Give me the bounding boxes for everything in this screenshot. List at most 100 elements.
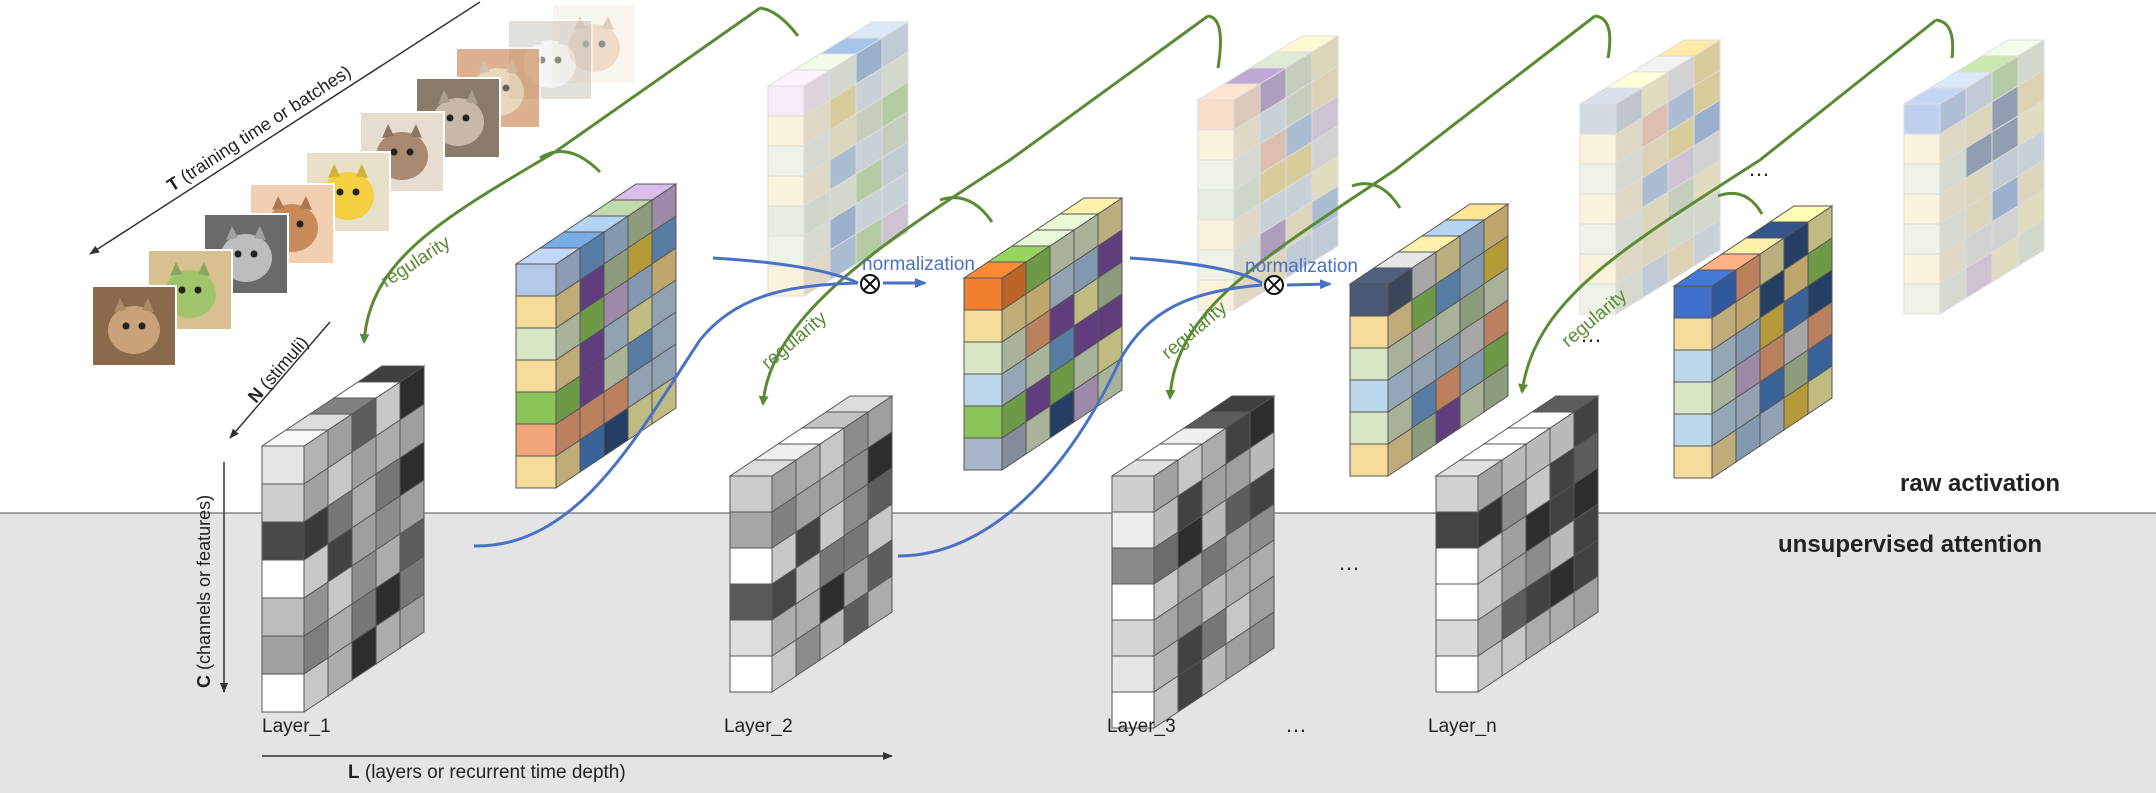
cube-front: [1579, 163, 1617, 195]
cube-front: [1903, 163, 1941, 195]
cube-top: [260, 429, 330, 447]
layer-1-attention-block: [260, 365, 426, 713]
ellipsis-bottom-2: …: [1285, 712, 1307, 737]
cube-front: [1579, 223, 1617, 255]
cube-front: [1903, 283, 1941, 315]
cube-front: [261, 635, 305, 675]
cube-front: [1111, 475, 1155, 513]
cube-front: [515, 391, 557, 425]
cube-front: [767, 235, 805, 267]
faded-raw-block-1: [766, 21, 910, 297]
layer-1-raw-block: [514, 183, 678, 489]
cube-top: [766, 69, 832, 87]
cube-front: [515, 423, 557, 457]
ellipsis-top: …: [1748, 156, 1770, 181]
faded-raw-block-4: [1902, 39, 2046, 315]
cube-front: [729, 547, 773, 585]
cube-front: [515, 455, 557, 489]
cube-front: [1579, 193, 1617, 225]
cube-front: [1349, 347, 1389, 381]
normalization-label-1: normalization: [862, 254, 975, 275]
normalization-label-2: normalization: [1245, 256, 1358, 277]
cube-front: [1435, 655, 1479, 693]
cube-front: [1903, 133, 1941, 165]
cube-front: [1111, 511, 1155, 549]
cube-front: [1435, 547, 1479, 585]
cube-front: [963, 373, 1003, 407]
regularity-label-3: regularity: [1158, 297, 1232, 364]
cat-photo-1-icon: [91, 285, 177, 367]
unsupervised-attention-label: unsupervised attention: [1778, 531, 2042, 558]
cube-top: [728, 459, 798, 477]
cube-front: [261, 673, 305, 713]
cube-front: [1111, 547, 1155, 585]
cube-front: [1903, 223, 1941, 255]
cube-front: [1197, 99, 1235, 131]
cube-front: [515, 295, 557, 329]
cube-front: [261, 559, 305, 599]
cube-top: [1434, 459, 1504, 477]
cube-front: [1435, 619, 1479, 657]
cube-front: [1349, 315, 1389, 349]
cube-top: [1672, 269, 1738, 287]
cube-front: [1111, 691, 1155, 729]
cube-front: [963, 309, 1003, 343]
cube-front: [963, 277, 1003, 311]
cube-front: [1673, 381, 1713, 415]
cube-top: [1578, 87, 1644, 105]
cube-front: [1111, 583, 1155, 621]
faded-raw-block-2: [1196, 35, 1340, 311]
cube-front: [261, 445, 305, 485]
cube-front: [729, 511, 773, 549]
cube-front: [1903, 193, 1941, 225]
axis-l-label: L (layers or recurrent time depth): [348, 762, 626, 783]
cube-front: [963, 341, 1003, 375]
cube-front: [1349, 283, 1389, 317]
cube-front: [963, 405, 1003, 439]
cube-front: [1111, 619, 1155, 657]
layer-1-label: Layer_1: [262, 716, 331, 737]
cube-top: [1110, 459, 1180, 477]
cube-front: [261, 521, 305, 561]
cube-front: [261, 483, 305, 523]
cube-front: [1673, 445, 1713, 479]
layer-n-raw-block: [1672, 205, 1834, 479]
cube-front: [1673, 413, 1713, 447]
cube-top: [1196, 83, 1262, 101]
axis-c-label: C (channels or features): [194, 495, 214, 688]
multiply-operators: [860, 274, 1284, 295]
cube-front: [729, 583, 773, 621]
cube-front: [963, 437, 1003, 471]
cube-front: [1903, 253, 1941, 285]
layer-n-attention-block: [1434, 395, 1600, 693]
cube-front: [1197, 159, 1235, 191]
cube-front: [1197, 189, 1235, 221]
layer-3-attention-block: [1110, 395, 1276, 729]
cube-front: [767, 145, 805, 177]
layer-2-attention-block: [728, 395, 894, 693]
cube-front: [515, 359, 557, 393]
cube-front: [515, 327, 557, 361]
layer-2-label: Layer_2: [724, 716, 793, 737]
regularity-label-2: regularity: [758, 307, 832, 374]
cube-front: [767, 115, 805, 147]
cube-front: [515, 263, 557, 297]
raw-activation-label: raw activation: [1900, 470, 2060, 497]
cube-top: [514, 247, 582, 265]
regularity-arrows: [359, 6, 1955, 406]
cube-front: [729, 655, 773, 693]
cube-front: [1903, 103, 1941, 135]
cube-front: [767, 265, 805, 297]
faded-raw-block-3: [1578, 39, 1722, 315]
cube-front: [767, 205, 805, 237]
cube-front: [767, 85, 805, 117]
cube-front: [1197, 219, 1235, 251]
regularity-label-1: regularity: [377, 232, 454, 292]
cube-front: [1579, 103, 1617, 135]
cube-top: [962, 261, 1028, 279]
cube-front: [729, 475, 773, 513]
cube-front: [1673, 317, 1713, 351]
cube-front: [1579, 133, 1617, 165]
